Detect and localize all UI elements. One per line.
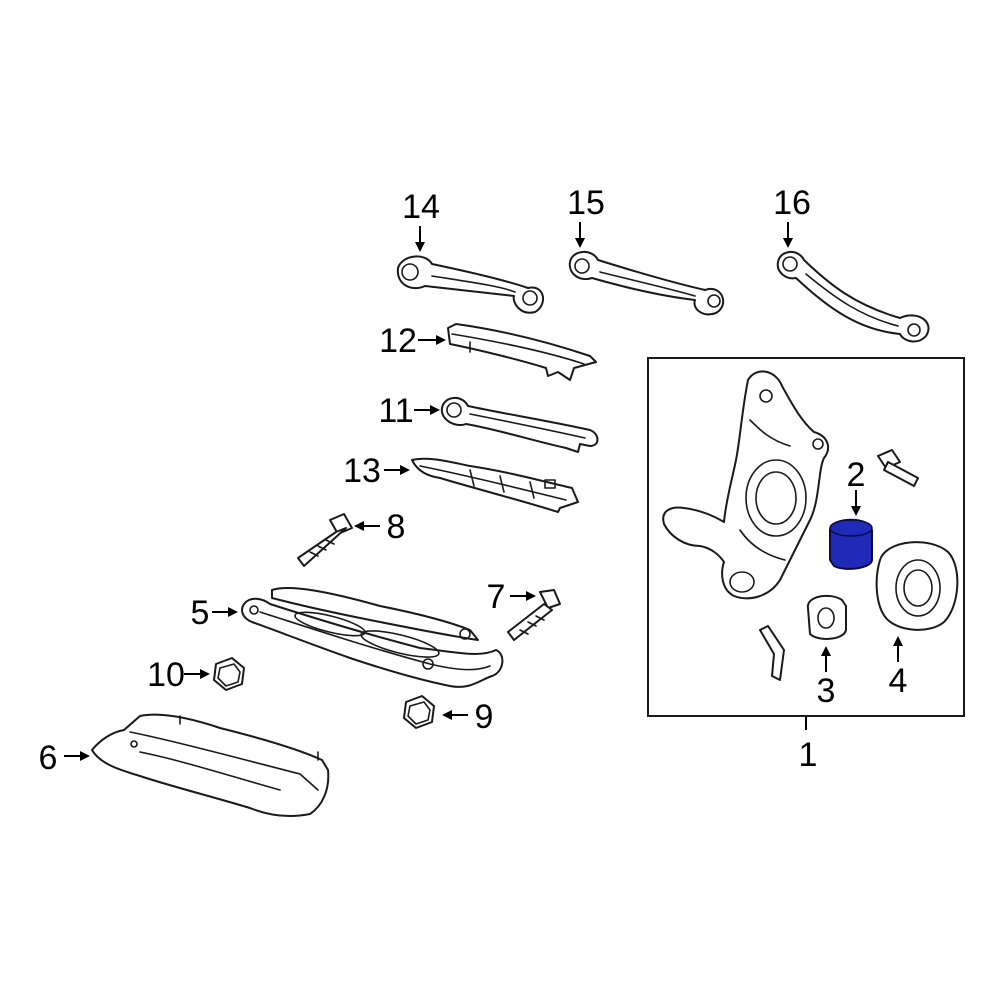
callout-4[interactable]: 4	[889, 662, 908, 700]
callout-labels: 14 15 16 12 11 13 8 7 5 10 9 6 2 3 4 1	[39, 184, 908, 777]
bushing-2-highlighted[interactable]	[829, 518, 873, 570]
hub-bolt[interactable]	[877, 449, 919, 487]
callout-9[interactable]: 9	[475, 698, 494, 736]
bolt-7[interactable]	[507, 589, 561, 641]
bolt-8[interactable]	[297, 513, 353, 567]
callout-16[interactable]: 16	[773, 184, 811, 222]
callout-1[interactable]: 1	[799, 736, 818, 774]
shield-6[interactable]	[91, 713, 330, 817]
knuckle[interactable]	[662, 370, 830, 600]
callout-3[interactable]: 3	[817, 672, 836, 710]
control-arm-14[interactable]	[396, 255, 544, 314]
callout-15[interactable]: 15	[567, 184, 605, 222]
nut-10[interactable]	[213, 657, 245, 691]
callout-2[interactable]: 2	[847, 456, 866, 494]
callout-11[interactable]: 11	[378, 392, 413, 430]
nut-9[interactable]	[403, 695, 435, 729]
callout-8[interactable]: 8	[387, 508, 406, 546]
hub-4[interactable]	[875, 541, 959, 631]
control-arm-15[interactable]	[568, 251, 725, 316]
bracket-12[interactable]	[447, 323, 597, 381]
control-arm-16[interactable]	[776, 251, 930, 343]
callout-5[interactable]: 5	[191, 594, 210, 632]
bracket-13[interactable]	[411, 457, 579, 513]
leaders	[64, 222, 903, 761]
callout-13[interactable]: 13	[343, 452, 381, 490]
bushing-3[interactable]	[806, 594, 847, 640]
callout-14[interactable]: 14	[402, 188, 440, 226]
callout-6[interactable]: 6	[39, 739, 58, 777]
callout-7[interactable]: 7	[487, 578, 506, 616]
control-arm-11[interactable]	[440, 397, 599, 453]
callout-10[interactable]: 10	[147, 656, 185, 694]
lower-arm-5[interactable]	[241, 587, 504, 688]
callout-12[interactable]: 12	[379, 322, 417, 360]
clip[interactable]	[759, 625, 785, 681]
